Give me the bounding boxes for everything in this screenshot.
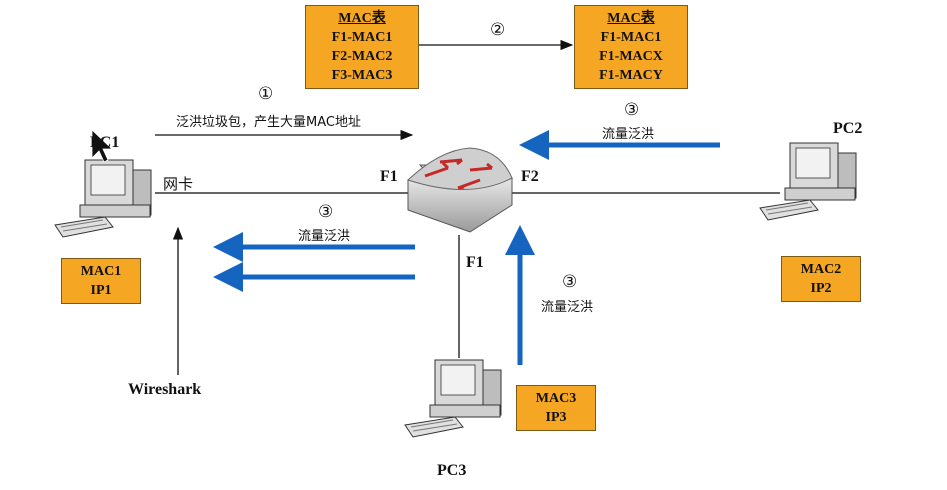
- pc3-address-box: MAC3 IP3: [516, 385, 596, 431]
- step1-text: 泛洪垃圾包，产生大量MAC地址: [176, 115, 361, 130]
- mac-table-right: MAC表 F1-MAC1 F1-MACX F1-MACY: [574, 5, 688, 89]
- port-label-bottom: F1: [466, 254, 484, 271]
- step3-number-bottom: ③: [562, 272, 578, 292]
- mac-table-left-row: F3-MAC3: [331, 68, 393, 83]
- pc2-address-box: MAC2 IP2: [781, 256, 861, 302]
- mac-table-right-row: F1-MAC1: [600, 30, 662, 45]
- mac-table-left: MAC表 F1-MAC1 F2-MAC2 F3-MAC3: [305, 5, 419, 89]
- pc1-computer-icon: [54, 159, 152, 238]
- step2-number: ②: [490, 20, 506, 40]
- pc3-ip: IP3: [545, 410, 567, 425]
- step3-text-right: 流量泛洪: [602, 127, 655, 142]
- step3-text-left: 流量泛洪: [298, 229, 351, 244]
- switch-icon: [407, 147, 514, 233]
- pc2-ip: IP2: [810, 281, 832, 296]
- step3-number-left: ③: [318, 202, 334, 222]
- pc1-mac: MAC1: [80, 264, 122, 279]
- pc2-label: PC2: [833, 120, 863, 137]
- pc1-nic-label: 网卡: [163, 175, 194, 193]
- pc2-mac: MAC2: [800, 262, 842, 277]
- step1-number: ①: [258, 84, 274, 104]
- pc2-computer-icon: [759, 142, 857, 221]
- port-label-left: F1: [380, 168, 398, 185]
- pc3-mac: MAC3: [535, 391, 577, 406]
- pc3-computer-icon: [404, 359, 502, 438]
- pc1-address-box: MAC1 IP1: [61, 258, 141, 304]
- pc3-label: PC3: [437, 462, 467, 479]
- port-label-right: F2: [521, 168, 539, 185]
- mac-table-right-row: F1-MACX: [599, 49, 663, 64]
- pc1-ip: IP1: [90, 283, 112, 298]
- step3-number-right: ③: [624, 100, 640, 120]
- pc1-label: PC1: [90, 134, 120, 151]
- wireshark-label: Wireshark: [128, 381, 202, 398]
- mac-table-left-row: F1-MAC1: [331, 30, 393, 45]
- mouse-cursor-icon: [91, 129, 114, 163]
- mac-table-left-row: F2-MAC2: [331, 49, 393, 64]
- mac-table-right-row: F1-MACY: [599, 68, 663, 83]
- mac-table-left-header: MAC表: [338, 11, 386, 26]
- step3-text-bottom: 流量泛洪: [541, 300, 594, 315]
- mac-table-right-header: MAC表: [607, 11, 655, 26]
